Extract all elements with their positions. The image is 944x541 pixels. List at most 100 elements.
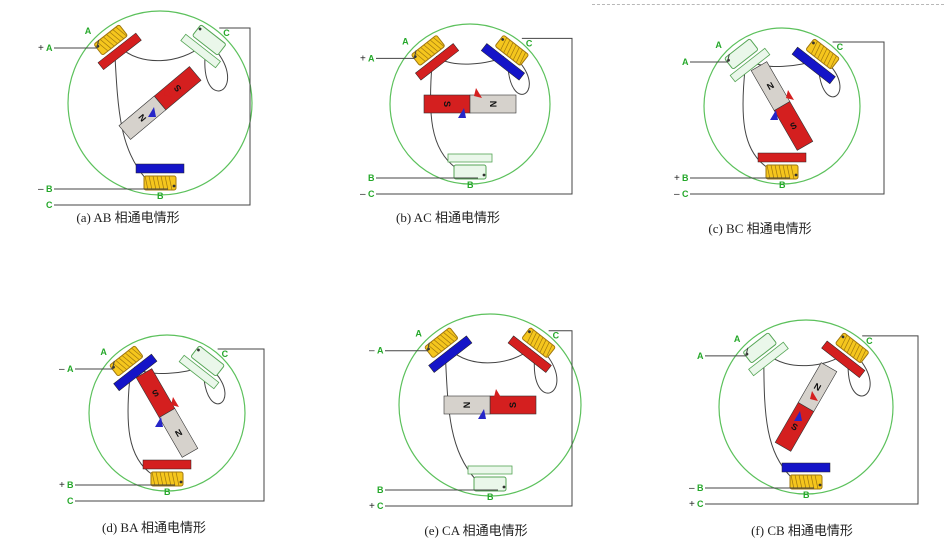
terminal-c-sign: – — [360, 189, 366, 200]
coil-a — [411, 35, 460, 81]
coil-turn — [774, 164, 779, 180]
coil-b — [757, 152, 807, 180]
star-wire-c-loop — [204, 51, 229, 92]
coil-terminal-dot — [172, 184, 176, 188]
rotor-north-half — [750, 61, 791, 111]
coil-c-name: C — [223, 28, 230, 38]
pole-face-bar-c — [507, 335, 552, 373]
coil-turn — [144, 175, 149, 191]
coil-turn — [439, 334, 452, 345]
terminal-c-sign: + — [369, 501, 375, 512]
pole-face-bar-c — [791, 46, 836, 85]
coil-terminal-dot — [528, 330, 531, 334]
rotor-magnet: SN — [774, 362, 838, 452]
coil-turn — [414, 52, 426, 62]
coil-turn — [778, 164, 783, 180]
coil-turn — [163, 471, 168, 487]
coil-turn — [118, 357, 131, 368]
coil-turn — [849, 342, 857, 356]
coil-turn — [503, 39, 511, 54]
terminal-b-label: B — [368, 173, 375, 183]
coil-c-name: C — [837, 42, 844, 52]
terminal-a-label: A — [377, 346, 384, 356]
coil-turn — [810, 474, 815, 490]
pole-face-bar-b — [447, 153, 493, 163]
star-wire-c-loop — [507, 62, 530, 95]
coil-turn — [766, 164, 771, 180]
coil-turn — [802, 474, 807, 490]
terminal-c-label: C — [682, 189, 689, 199]
coil-terminal-dot — [198, 27, 202, 31]
terminal-b-sign: + — [674, 173, 680, 184]
coil-winding-c — [191, 345, 225, 377]
coil-winding-b — [453, 164, 487, 180]
coil-turn — [436, 336, 449, 347]
coil-turn — [820, 48, 828, 62]
coil-turn — [103, 36, 115, 47]
coil-turn — [151, 471, 156, 487]
wire-a — [705, 347, 749, 357]
coil-turn — [124, 352, 137, 363]
coil-turn — [131, 347, 143, 358]
coil-terminal-dot — [841, 335, 845, 339]
pole-face-bar-b — [757, 152, 807, 163]
terminal-b-label: B — [377, 485, 384, 495]
top-dashed-rule — [592, 4, 944, 5]
coil-terminal-dot — [197, 348, 200, 352]
coil-turn — [433, 37, 445, 47]
terminal-b-label: B — [46, 184, 53, 194]
stator-circle — [398, 313, 582, 497]
terminal-a-sign: – — [369, 346, 375, 357]
stator-circle — [389, 23, 551, 185]
coil-turn — [115, 360, 127, 370]
coil-turn — [106, 34, 118, 44]
coil-terminal-dot — [501, 38, 505, 41]
terminal-c-label: C — [377, 501, 384, 511]
coil-turn — [164, 175, 169, 191]
wire-c — [690, 41, 885, 195]
coil-turn — [109, 31, 121, 42]
coil-turn — [798, 474, 803, 490]
coil-a — [94, 24, 142, 71]
terminal-a-label: A — [368, 53, 375, 63]
rotor-north-half — [158, 408, 199, 458]
terminal-c-sign: – — [674, 189, 680, 200]
coil-turn — [539, 339, 547, 353]
coil-turn — [420, 47, 432, 57]
wire-c — [385, 330, 573, 507]
coil-turn — [167, 471, 172, 487]
coil-c — [480, 35, 529, 81]
coil-turn — [152, 175, 157, 191]
terminal-a-sign: + — [38, 43, 44, 54]
coil-a — [743, 332, 789, 377]
coil-turn — [530, 332, 537, 346]
rotor-south-label: S — [172, 83, 184, 94]
rotation-arrow-red — [494, 389, 502, 399]
coil-turn — [856, 347, 864, 361]
coil-turn — [427, 344, 439, 355]
coil-turn — [519, 52, 526, 66]
coil-b-name: B — [467, 180, 474, 190]
coil-c — [821, 332, 869, 378]
terminal-b-label: B — [697, 483, 704, 493]
rotor-north-label: N — [136, 112, 148, 123]
rotor-south-label: S — [508, 402, 518, 408]
coil-turn — [446, 329, 458, 340]
coil-a-name: A — [85, 26, 92, 36]
terminal-b-sign: + — [59, 480, 65, 491]
pole-face-bar-b — [142, 459, 192, 470]
star-wire-c-loop — [818, 65, 841, 98]
coil-turn — [829, 55, 837, 69]
coil-turn — [156, 175, 161, 191]
coil-turn — [526, 329, 534, 343]
terminal-b-label: B — [67, 480, 74, 490]
rotor-south-label: S — [442, 101, 452, 107]
pole-face-bar-c — [180, 33, 221, 69]
pole-face-bar-c — [178, 354, 220, 390]
coil-turn — [128, 350, 140, 361]
coil-turn — [817, 45, 825, 60]
coil-c — [180, 24, 226, 69]
